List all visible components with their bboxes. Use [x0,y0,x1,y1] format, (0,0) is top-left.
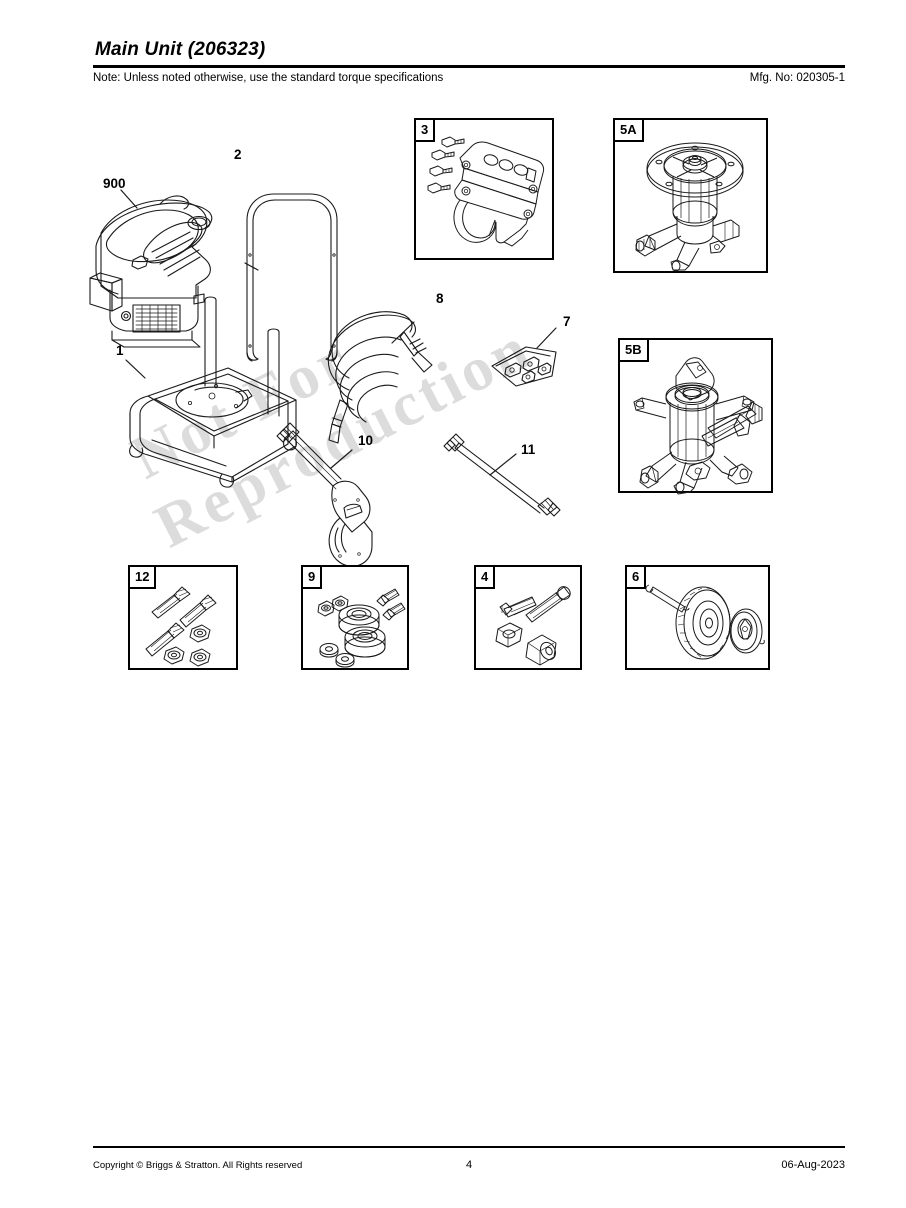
wheel-axle-hubcap-art [627,567,768,668]
screws [427,136,465,194]
bearing-and-washer-kit-art [303,567,407,668]
mfg-number: Mfg. No: 020305-1 [749,72,845,84]
page-number: 4 [465,1159,473,1171]
detail-box-5A: 5A [613,118,768,273]
handle-bracket-art [416,120,552,258]
callout-11-label: 11 [521,442,536,457]
coupling-nut [495,622,523,648]
detail-box-5B-tag: 5B [618,338,649,362]
header-divider [93,65,845,68]
wheel [675,586,731,660]
page-title: Main Unit (206323) [95,39,266,60]
page-footer: Copyright © Briggs & Stratton. All Right… [93,1159,845,1171]
engine-illustration [89,189,213,348]
washer [335,653,355,668]
bolt-and-fitting-kit-art [476,567,580,668]
handle-illustration [244,193,338,362]
base-frame-illustration [125,296,297,488]
detail-box-12-tag: 12 [128,565,157,589]
hubcap [729,608,765,654]
washer [319,643,339,658]
footer-divider [93,1146,845,1148]
extension-wand-illustration [443,433,561,517]
detail-box-3: 3 [414,118,554,260]
callout-900-label: 900 [103,176,126,191]
spray-gun-illustration [276,422,373,567]
page-header: Main Unit (206323) Note: Unless noted ot… [93,38,845,84]
detail-box-6: 6 [625,565,770,670]
callout-2-label: 2 [234,147,242,162]
detail-box-5B: 5B [618,338,773,495]
detail-box-12: 12 [128,565,238,670]
revision-date: 06-Aug-2023 [781,1159,845,1171]
detail-box-4-tag: 4 [474,565,496,589]
copyright-text: Copyright © Briggs & Stratton. All Right… [93,1160,303,1171]
bolt-and-nut-kit-art [130,567,236,668]
detail-box-3-tag: 3 [414,118,436,142]
axle-pin [645,584,690,613]
callout-1-label: 1 [116,343,124,358]
nozzle-kit-illustration [491,327,557,387]
detail-box-9: 9 [301,565,409,670]
hose-illustration [327,311,433,444]
pump-top-view-art [615,120,766,272]
detail-box-4: 4 [474,565,582,670]
pump-side-view-art [620,340,771,495]
callout-8-label: 8 [436,291,444,306]
torque-note: Note: Unless noted otherwise, use the st… [93,72,444,84]
hose-fitting [525,634,557,666]
flange-nut [189,648,211,667]
flange-nut [189,624,211,643]
bearing [338,604,380,636]
callout-7-label: 7 [563,314,571,329]
detail-box-6-tag: 6 [625,565,647,589]
callout-10-label: 10 [358,433,374,448]
detail-box-9-tag: 9 [301,565,323,589]
diagram-canvas [0,100,906,720]
flange-nut [163,646,185,665]
bearing [344,626,386,658]
detail-box-5A-tag: 5A [613,118,644,142]
header-subline: Note: Unless noted otherwise, use the st… [93,72,845,84]
